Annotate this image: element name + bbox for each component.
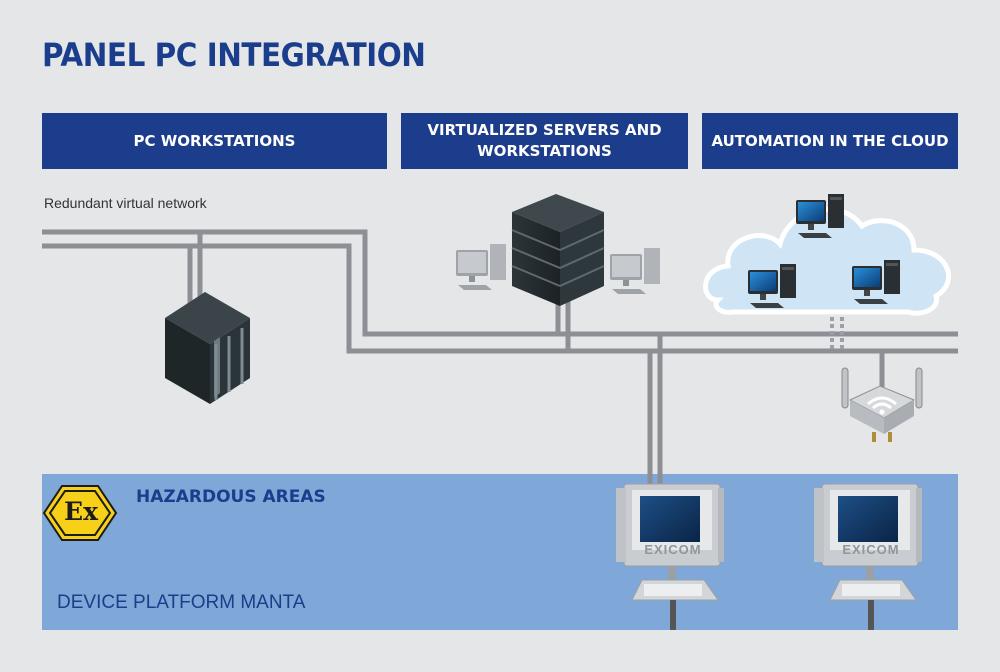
- cloud-uplink: [830, 310, 844, 351]
- server-rack-icon: [165, 292, 250, 404]
- virtual-workstation-icon: [456, 244, 506, 290]
- ex-badge-text: Ex: [64, 497, 98, 526]
- virtual-workstation-icon: [610, 248, 660, 294]
- server-stack-icon: [511, 194, 605, 306]
- header-label: VIRTUALIZED SERVERS AND WORKSTATIONS: [427, 121, 662, 160]
- panel-brand-label: EXICOM: [644, 542, 702, 557]
- ex-hazard-badge-icon: [42, 485, 118, 541]
- wireless-access-point-icon: [841, 367, 923, 442]
- panel-brand-label: EXICOM: [842, 542, 900, 557]
- hazard-area-band: [42, 474, 958, 630]
- network-lines: [42, 229, 958, 488]
- header-virtualized-servers: VIRTUALIZED SERVERS AND WORKSTATIONS: [401, 113, 688, 169]
- panel-pc-icon: [813, 483, 923, 631]
- header-automation-cloud: AUTOMATION IN THE CLOUD: [702, 113, 958, 169]
- network-label: Redundant virtual network: [44, 195, 207, 211]
- header-pc-workstations: PC WORKSTATIONS: [42, 113, 387, 169]
- header-label: PC WORKSTATIONS: [133, 131, 296, 150]
- cloud-icon: [703, 206, 951, 316]
- page-title: PANEL PC INTEGRATION: [42, 36, 426, 74]
- header-label: AUTOMATION IN THE CLOUD: [711, 131, 949, 150]
- panel-pc-icon: [615, 483, 725, 631]
- device-platform-label: DEVICE PLATFORM MANTA: [57, 592, 306, 613]
- hazard-areas-title: HAZARDOUS AREAS: [136, 487, 326, 507]
